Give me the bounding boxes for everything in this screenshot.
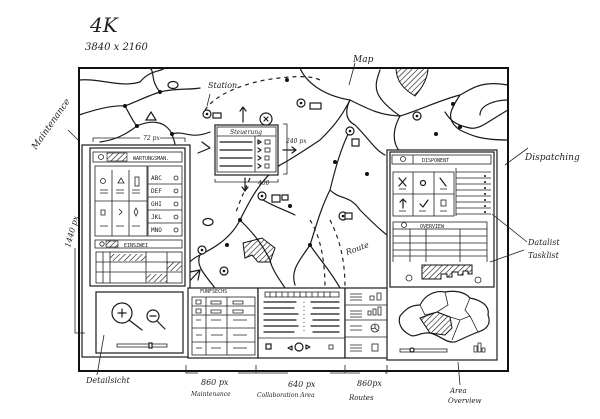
dimension-label: Routes — [348, 394, 374, 402]
clock-icon — [405, 274, 413, 282]
section2-title: EINSZWEI — [124, 243, 148, 249]
fuenfsechs-panel: FÜNFSECHS — [187, 287, 259, 359]
route-label: Route — [344, 240, 371, 257]
cancel-icon[interactable] — [398, 177, 407, 187]
zoom-in-button[interactable] — [111, 302, 143, 331]
previous-button[interactable] — [287, 345, 293, 351]
comment-icon — [202, 217, 214, 227]
arrow-up-icon — [239, 106, 247, 123]
routes-panel — [344, 287, 389, 359]
width-240-label: 240 px — [285, 138, 307, 145]
svg-text:MNO: MNO — [151, 227, 162, 234]
area-overview-panel — [398, 290, 490, 353]
detailsicht-label: Detailsicht — [85, 376, 131, 385]
screen-resolution: 3840 x 2160 — [85, 42, 149, 53]
record-button[interactable] — [294, 342, 304, 352]
dimension-size: 640 px — [288, 380, 316, 389]
list-item[interactable]: JKL — [151, 214, 179, 221]
area-overview-label: Overview — [448, 397, 482, 405]
height-label: 1440 px — [63, 214, 80, 248]
comment-icon — [167, 80, 179, 90]
dispatch-title: DISPONENT — [422, 158, 449, 164]
station-label: Station — [208, 81, 237, 90]
task-list: ABC DEF GHI JKL MNO — [147, 165, 183, 237]
map-label: Map — [352, 55, 374, 65]
check-icon[interactable] — [419, 199, 429, 208]
overview-title: OVERVIEW — [420, 224, 445, 230]
map — [78, 67, 509, 303]
tasklist-label: Tasklist — [528, 251, 560, 260]
steuerung-popup[interactable]: Steuerung — [214, 106, 297, 192]
bar-chart-icon — [473, 342, 486, 353]
timeline-slider[interactable] — [399, 347, 448, 353]
stop-button[interactable] — [265, 343, 272, 350]
maintenance-label: Maintenance — [30, 97, 73, 152]
screen-frame — [78, 67, 509, 372]
popup-title: Steuerung — [230, 129, 262, 136]
dispatching-label: Dispatching — [524, 153, 580, 163]
list-item[interactable]: GHI — [151, 201, 179, 208]
arrow-up-icon[interactable] — [399, 198, 407, 209]
svg-text:JKL: JKL — [151, 214, 162, 221]
dimension-size: 860 px — [201, 378, 229, 387]
svg-text:DEF: DEF — [151, 188, 162, 195]
maintenance-title: WARTUNGSMAN. — [133, 156, 169, 162]
square-icon[interactable] — [440, 199, 447, 207]
width-400-label: 400 — [257, 180, 270, 187]
arrow-right-icon — [282, 146, 297, 154]
warning-icon — [144, 110, 158, 121]
detail-view-panel — [95, 291, 184, 354]
bar-chart-icon — [367, 292, 382, 316]
square-button[interactable] — [328, 344, 334, 350]
edit-icon[interactable] — [439, 177, 447, 187]
svg-text:ABC: ABC — [151, 175, 162, 182]
zoom-out-button[interactable] — [146, 309, 166, 330]
datalist-label: Datalist — [527, 238, 560, 247]
list-item[interactable]: DEF — [151, 188, 179, 195]
screen-title: 4K — [89, 13, 119, 37]
next-button[interactable] — [305, 344, 311, 350]
fuenfsechs-title: FÜNFSECHS — [200, 288, 227, 295]
dimension-size: 860px — [357, 379, 382, 388]
calculator-icon — [371, 343, 379, 352]
play-icon[interactable] — [257, 139, 262, 145]
dimension-label: Maintenance — [190, 391, 231, 398]
clock-icon — [98, 154, 104, 160]
width-72-label: 72 px — [143, 135, 160, 142]
arrow-icon — [197, 141, 211, 154]
svg-text:GHI: GHI — [151, 201, 162, 208]
area-overview-label: Area — [449, 387, 467, 395]
collaboration-area — [257, 287, 346, 359]
settings-icon — [474, 276, 482, 284]
zoom-slider[interactable] — [116, 342, 168, 349]
dimension-label: Collaboration Area — [257, 392, 315, 399]
arrow-down-icon — [241, 177, 249, 192]
list-item[interactable]: MNO — [151, 227, 179, 234]
circle-icon[interactable] — [419, 179, 427, 187]
list-item[interactable]: ABC — [151, 175, 179, 182]
